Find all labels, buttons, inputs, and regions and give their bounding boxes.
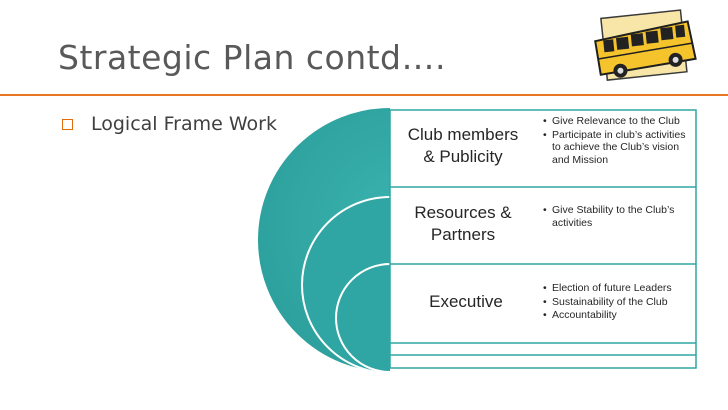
- slide-title: Strategic Plan contd….: [58, 38, 446, 77]
- row-label-resources: Resources & Partners: [392, 202, 534, 246]
- row-label-club-members: Club members & Publicity: [392, 124, 534, 168]
- row-points-club-members: Give Relevance to the Club Participate i…: [543, 115, 693, 167]
- list-item: Participate in club’s activities to achi…: [543, 129, 693, 167]
- row-label-line: Executive: [429, 292, 503, 311]
- school-bus-clipart: [594, 9, 697, 81]
- bullet-item: Logical Frame Work: [62, 113, 277, 135]
- title-divider: [0, 94, 728, 96]
- row-label-line: Resources &: [414, 203, 512, 222]
- list-item: Accountability: [543, 309, 695, 322]
- list-item: Give Stability to the Club’s activities: [543, 204, 683, 229]
- middle-ring: [301, 196, 390, 374]
- list-item: Sustainability of the Club: [543, 296, 695, 309]
- row-label-line: Club members: [407, 125, 519, 144]
- framework-table: [389, 109, 697, 369]
- list-item: Election of future Leaders: [543, 282, 695, 295]
- row-label-line: Partners: [430, 225, 496, 244]
- outer-ring: [256, 106, 390, 374]
- list-item: Give Relevance to the Club: [543, 115, 693, 128]
- square-bullet-icon: [62, 118, 73, 130]
- row-label-executive: Executive: [392, 291, 540, 313]
- school-bus-icon: [590, 6, 700, 90]
- row-label-line: & Publicity: [423, 147, 503, 166]
- inner-ring: [335, 263, 390, 373]
- bullet-text: Logical Frame Work: [91, 113, 277, 135]
- row-points-executive: Election of future Leaders Sustainabilit…: [543, 282, 695, 323]
- row-points-resources: Give Stability to the Club’s activities: [543, 204, 683, 230]
